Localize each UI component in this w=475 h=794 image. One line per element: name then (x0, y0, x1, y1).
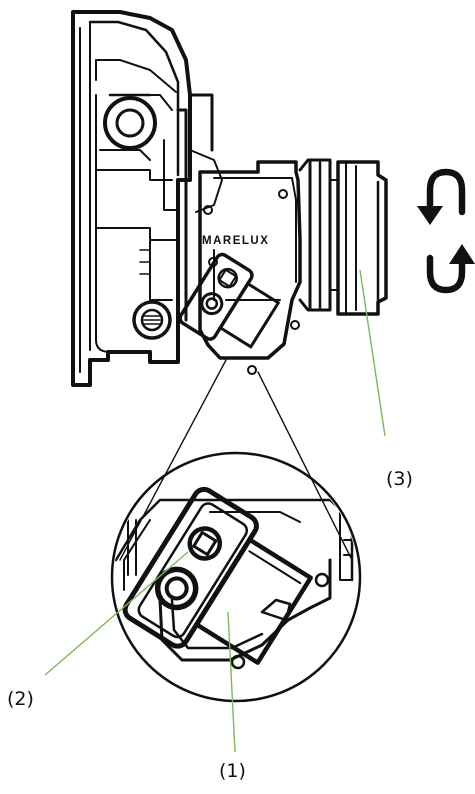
detail-leader-lines (119, 359, 353, 561)
lamp-housing (71, 10, 192, 387)
bracket-rod (176, 93, 223, 322)
rotate-arrows-icon (417, 168, 475, 294)
callout-label-2: (2) (7, 688, 34, 710)
detail-circle (110, 451, 362, 703)
callout-label-3: (3) (386, 468, 413, 490)
detail-contents (114, 486, 354, 670)
leader-line-2 (44, 551, 189, 676)
brand-label: MARELUX (202, 235, 269, 247)
rear-cover (298, 158, 388, 316)
callout-leaders (44, 269, 386, 753)
adjuster-upper (178, 252, 280, 375)
leader-line-1 (227, 611, 236, 753)
leader-line-3 (359, 269, 386, 437)
upper-boss (103, 93, 157, 150)
lower-boss (132, 300, 172, 340)
callout-label-1: (1) (219, 760, 246, 782)
